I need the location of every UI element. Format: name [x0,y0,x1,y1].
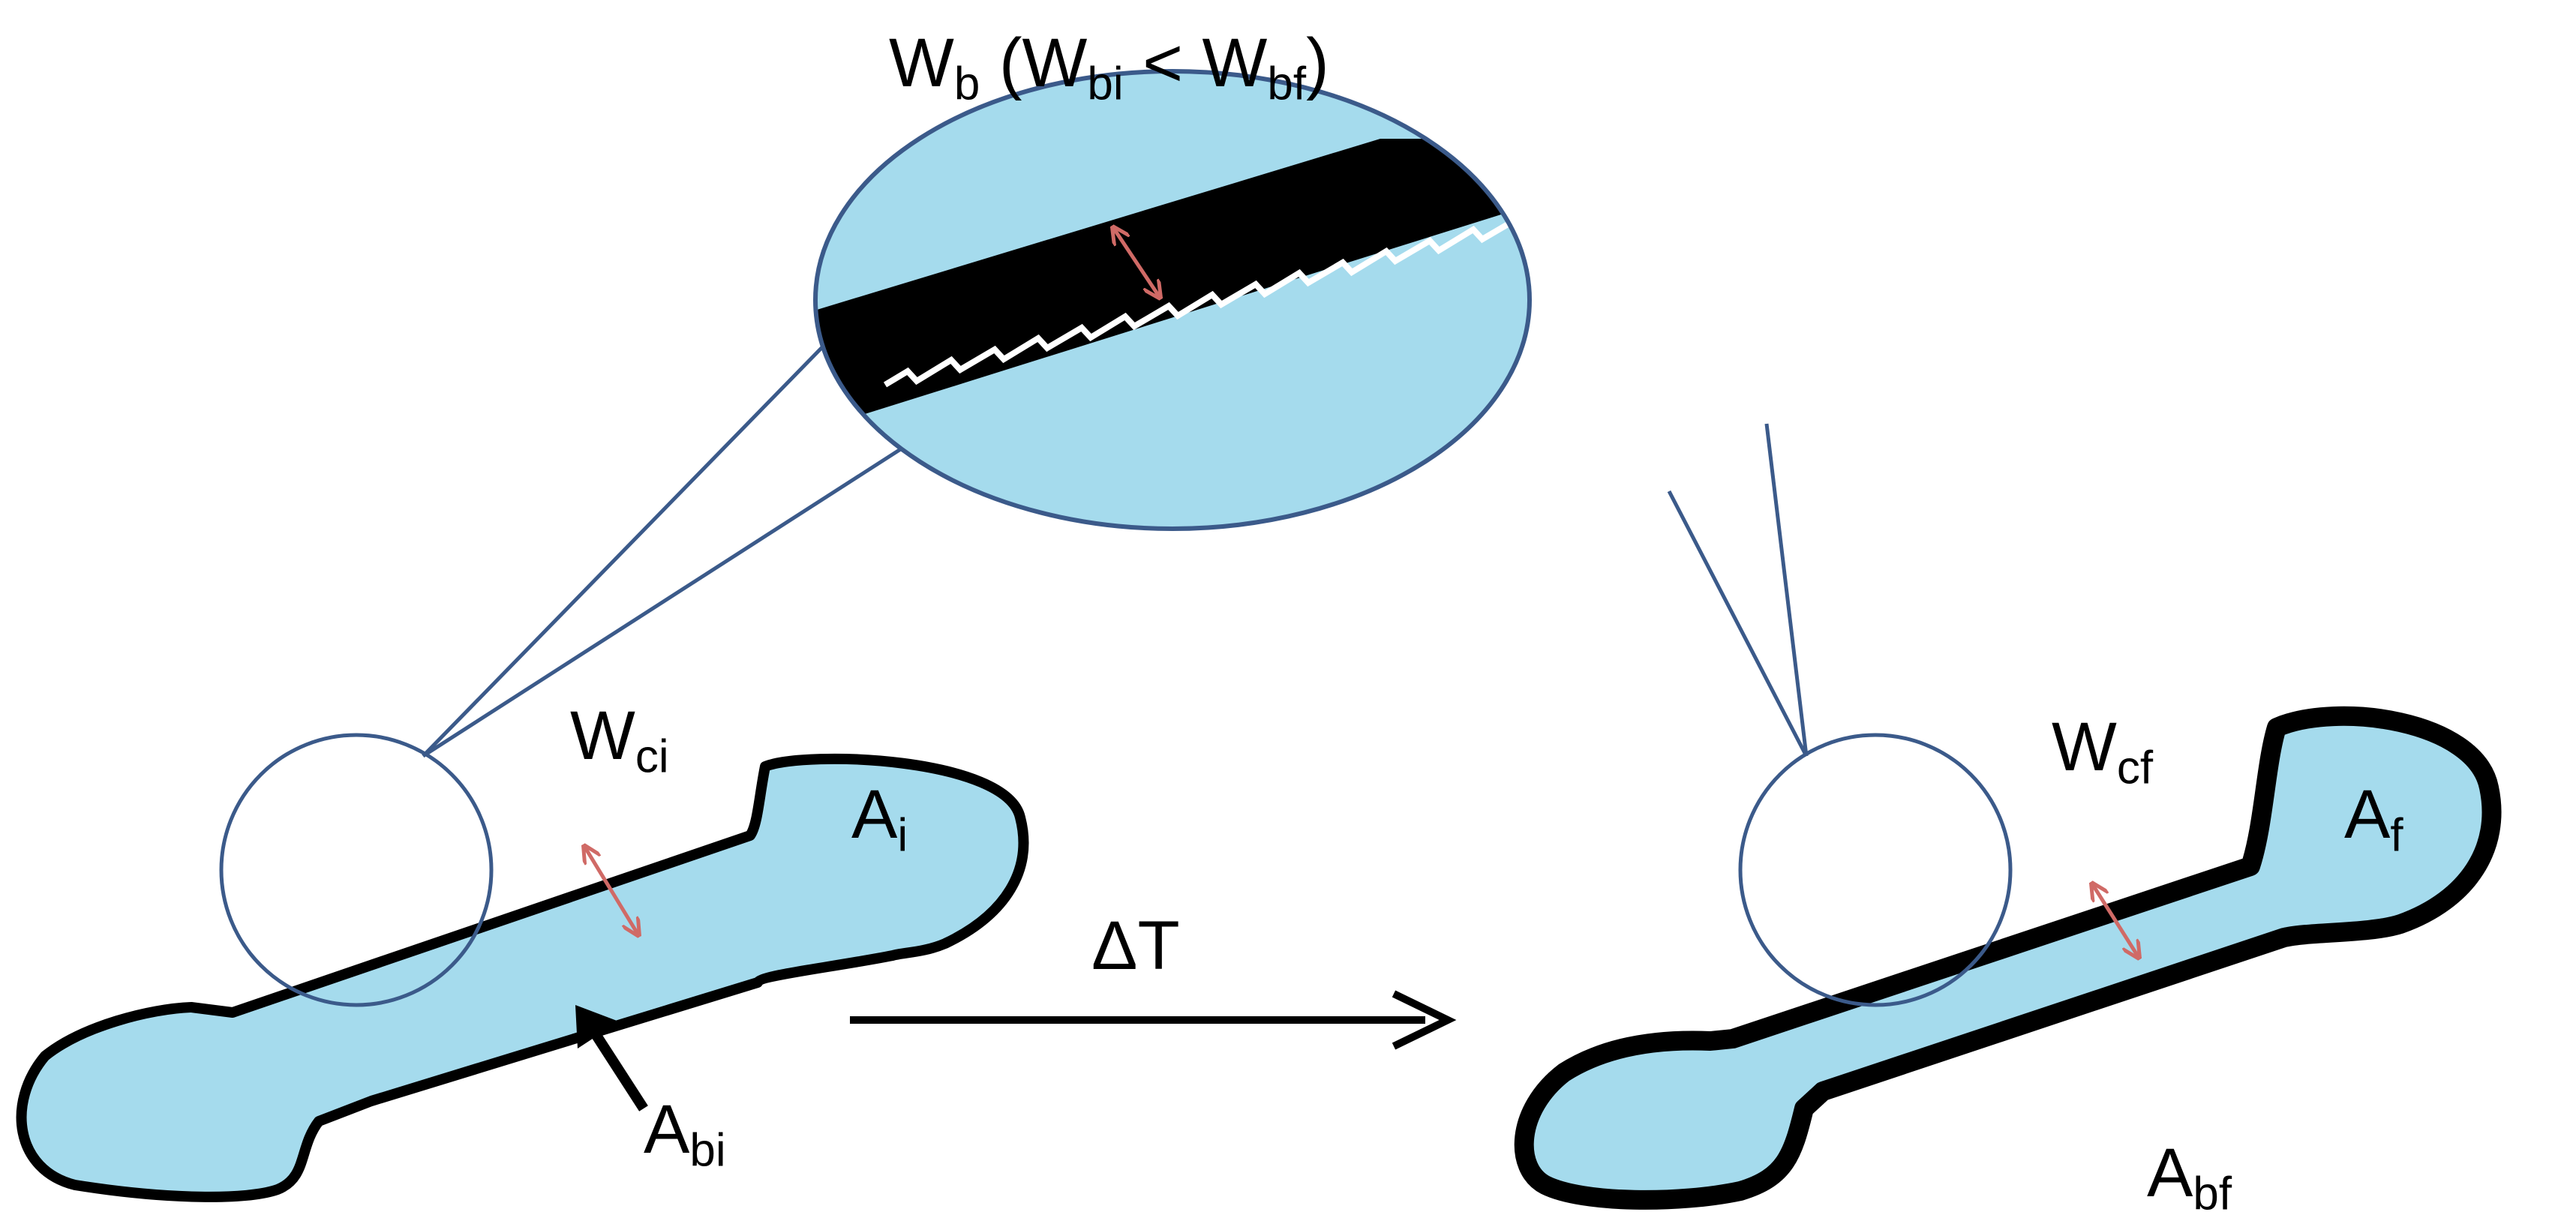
initial-area-label: Ai [851,776,908,862]
delta-t-label: ΔT [1091,908,1180,984]
pointer-arrow-icon [575,1005,648,1112]
zoom-width-indicator-icon [1114,229,1159,296]
initial-specimen [16,753,1029,1202]
final-area-label: Af [2344,776,2403,862]
final-width-label: Wcf [2052,709,2154,794]
zoom-boundary-roughness [883,205,1530,388]
zoom-width-label: Wb (Wbi < Wbf) [889,25,1329,110]
final-specimen [1514,706,2502,1210]
zoom-inset [813,69,1532,531]
final-specimen-body [1514,706,2502,1210]
zoom-connector-right-lower [1667,490,1809,758]
zoom-connector-left-upper [422,314,855,758]
zoom-connector-right-upper [1764,423,1809,757]
zoom-inset-outline [813,69,1532,531]
final-width-indicator-icon [2093,885,2138,956]
initial-width-indicator-icon [585,848,638,934]
initial-magnifier-circle [219,733,494,1007]
final-magnifier-circle [1738,733,2013,1007]
zoom-connector-left-lower [422,433,924,758]
initial-width-label: Wci [570,698,669,783]
process-arrow-icon [850,990,1457,1050]
initial-specimen-body [16,753,1029,1202]
final-boundary-area-label: Abf [2147,1135,2232,1220]
initial-boundary-area-label: Abi [644,1091,726,1177]
